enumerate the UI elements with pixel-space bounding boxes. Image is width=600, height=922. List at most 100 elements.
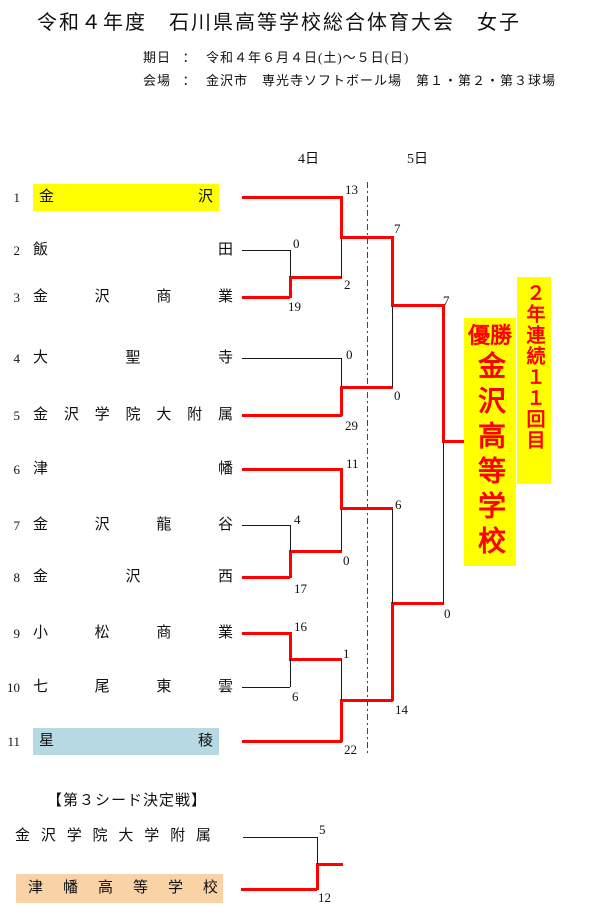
day4-header: 4日 [298, 152, 319, 167]
champion-streak-banner: ２年連続１１回目 [517, 277, 551, 484]
third-seed-team-top: 金沢学院大学附属 [15, 828, 211, 844]
score-nanao-shinonome-r1: 6 [292, 689, 299, 704]
joint-qf3-loser [341, 509, 342, 551]
date-value: 令和４年６月４日(土)～５日(日) [206, 50, 410, 65]
day5-header: 5日 [407, 152, 428, 167]
score-third-seed-bottom: 12 [318, 890, 331, 905]
team-kanazawa-shogyo: 金沢商業 [33, 289, 233, 305]
line-kanazawa-shogyo [242, 296, 290, 299]
seed-9: 9 [13, 626, 21, 641]
date-separator: ： [182, 50, 197, 65]
joint-qf1-top [340, 196, 343, 238]
line-daishoji [242, 358, 341, 359]
seed-2: 2 [13, 243, 21, 258]
champion-school-name: 金沢高等学校 [475, 351, 506, 561]
seed-4: 4 [13, 351, 21, 366]
score-tsubata-qf: 11 [346, 456, 359, 471]
line-third-seed-winner [316, 863, 343, 866]
joint-final-top [442, 304, 445, 442]
team-komatsu-shogyo: 小松商業 [33, 625, 233, 641]
joint-qf2-bottom [340, 386, 343, 416]
joint-qf4-loser [341, 659, 342, 700]
date-row: 期日 ： 令和４年６月４日(土)～５日(日) [143, 47, 409, 66]
score-third-seed-top: 5 [319, 822, 326, 837]
champion-label: 優勝 [467, 323, 512, 348]
page-title: 令和４年度 石川県高等学校総合体育大会 女子 [37, 12, 521, 34]
venue-value: 金沢市 専光寺ソフトボール場 第１・第２・第３球場 [206, 73, 557, 88]
joint-r1b-loser [290, 525, 291, 551]
joint-third-loser [317, 837, 318, 864]
team-kgu-fuzoku: 金沢学院大附属 [33, 407, 233, 423]
team-seiryo: 星稜 [33, 728, 219, 755]
line-iida [242, 250, 290, 251]
line-sf2-winner [391, 602, 444, 605]
date-label: 期日 [143, 50, 172, 65]
team-nanao-shinonome: 七尾東雲 [33, 679, 233, 695]
line-qf2-winner [340, 386, 393, 389]
score-kgu-fuzoku-sf: 0 [394, 388, 401, 403]
joint-r1a-bottom [289, 276, 292, 298]
line-nanao-shinonome [242, 687, 290, 688]
score-kanazawa-shogyo-r1: 19 [288, 299, 301, 314]
score-kanazawa-sf: 7 [394, 221, 401, 236]
champion-banner: 優勝 金沢高等学校 [464, 318, 516, 566]
score-iida-r1: 0 [293, 236, 300, 251]
venue-separator: ： [182, 73, 197, 88]
line-sf1-winner [391, 304, 444, 307]
joint-third-bottom [316, 863, 319, 890]
joint-qf1-loser [341, 238, 342, 278]
seed-10: 10 [7, 680, 20, 695]
line-kgu-daigaku-fuzoku [243, 837, 317, 838]
team-tsubata: 津幡 [33, 461, 233, 477]
team-kanazawa-nishi: 金沢西 [33, 569, 233, 585]
line-kgu-fuzoku [242, 414, 342, 417]
line-qf1-winner [340, 236, 393, 239]
day-divider-line [367, 182, 368, 755]
score-kanazawa-final: 7 [443, 293, 450, 308]
seed-1: 1 [13, 190, 21, 205]
score-kanazawa-nishi-qf: 0 [343, 553, 350, 568]
line-r1c-winner [289, 658, 342, 661]
line-qf3-winner [340, 507, 393, 510]
joint-r1b-bottom [289, 550, 292, 578]
joint-r1c-top [289, 632, 292, 660]
seed-7: 7 [13, 518, 21, 533]
joint-qf2-loser [341, 358, 342, 387]
line-qf4-winner [340, 699, 393, 702]
joint-qf3-top [340, 468, 343, 509]
seed-5: 5 [13, 408, 21, 423]
score-seiryo-sf: 14 [395, 702, 408, 717]
champion-streak-text: ２年連続１１回目 [523, 283, 545, 451]
joint-r1a-loser [290, 250, 291, 277]
line-kanazawa-ryukoku [242, 525, 290, 526]
line-seiryo [242, 740, 342, 743]
seed-8: 8 [13, 570, 21, 585]
line-r1b-winner [289, 550, 342, 553]
score-seiryo-qf: 22 [344, 742, 357, 757]
team-kanazawa: 金沢 [33, 184, 219, 211]
seed-11: 11 [7, 734, 20, 749]
score-komatsu-shogyo-qf: 1 [343, 646, 350, 661]
score-daishoji-qf: 0 [346, 347, 353, 362]
joint-sf2-bottom [391, 602, 394, 701]
venue-label: 会場 [143, 73, 172, 88]
line-kanazawa-nishi [242, 576, 290, 579]
joint-sf1-loser [392, 306, 393, 387]
line-tsubata-third [241, 888, 317, 891]
joint-sf1-top [391, 236, 394, 306]
line-komatsu-shogyo [242, 632, 290, 635]
third-seed-heading: 【第３シード決定戦】 [47, 793, 208, 809]
team-iida: 飯田 [33, 242, 233, 258]
joint-final-loser [443, 442, 444, 603]
score-kgu-fuzoku-qf: 29 [345, 418, 358, 433]
joint-sf2-loser [392, 509, 393, 603]
line-tsubata [242, 468, 342, 471]
score-komatsu-shogyo-r1: 16 [294, 619, 307, 634]
venue-row: 会場 ： 金沢市 専光寺ソフトボール場 第１・第２・第３球場 [143, 70, 556, 89]
seed-3: 3 [13, 290, 21, 305]
joint-r1c-loser [290, 659, 291, 687]
score-tsubata-sf: 6 [395, 497, 402, 512]
score-kanazawa-ryukoku-r1: 4 [294, 512, 301, 527]
score-seiryo-final: 0 [444, 606, 451, 621]
